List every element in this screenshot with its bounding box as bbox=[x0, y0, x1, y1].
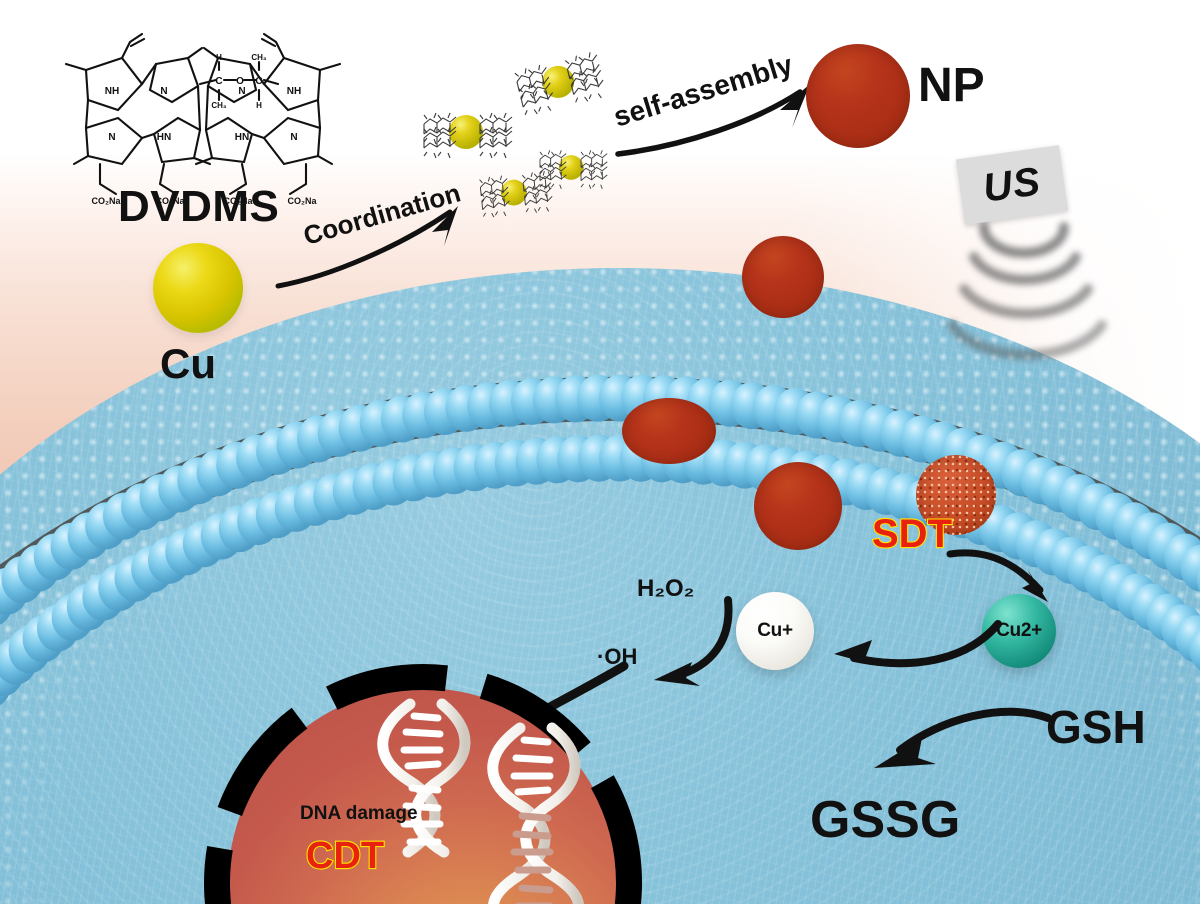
atom-NH-right: NH bbox=[287, 86, 301, 97]
nuclear-envelope-dashes bbox=[204, 664, 642, 904]
cu1plus-ion-sphere: Cu+ bbox=[736, 592, 814, 670]
porphyrin-left bbox=[64, 32, 212, 196]
dvdms-chemical-structure: NH N N HN NH N N HN C O C H CH₃ CH₃ H CO… bbox=[38, 18, 368, 206]
label-gsh: GSH bbox=[1046, 701, 1146, 753]
group-co2na-1: CO₂Na bbox=[91, 196, 121, 206]
atom-CH3-1: CH₃ bbox=[211, 101, 227, 110]
dna-helices bbox=[377, 698, 584, 904]
dvdms-cu-complex-group bbox=[418, 50, 758, 240]
atom-H2: H bbox=[256, 101, 262, 110]
atom-HN-right: HN bbox=[235, 132, 249, 143]
atom-NH-left: NH bbox=[105, 86, 119, 97]
atom-HN-left: HN bbox=[157, 132, 171, 143]
nanoparticle-in-cytoplasm bbox=[754, 462, 842, 550]
label-cu: Cu bbox=[160, 340, 216, 387]
nanoparticle-assembled bbox=[806, 44, 910, 148]
dna-helix-broken bbox=[377, 698, 471, 858]
arrow-cu2-to-cu1 bbox=[834, 620, 1002, 668]
atom-C1: C bbox=[215, 76, 222, 87]
atom-H1: H bbox=[216, 53, 222, 62]
complex-2 bbox=[513, 50, 608, 118]
coordination-arrow bbox=[275, 206, 458, 289]
label-dvdms: DVDMS bbox=[118, 182, 280, 231]
atom-N-left: N bbox=[160, 86, 167, 97]
nanoparticle-dissociating-sdt bbox=[916, 455, 996, 535]
arrow-gsh-to-gssg bbox=[874, 707, 1052, 768]
group-co2na-3: CO₂Na bbox=[223, 196, 253, 206]
label-gssg: GSSG bbox=[810, 791, 961, 849]
atom-CH3-2: CH₃ bbox=[251, 53, 267, 62]
label-h2o2: H₂O₂ bbox=[637, 575, 695, 602]
atom-C2: C bbox=[255, 76, 262, 87]
label-cdt: CDT bbox=[305, 834, 385, 878]
self-assembly-arrow bbox=[615, 84, 810, 157]
atom-N-right: N bbox=[238, 86, 245, 97]
complex-1 bbox=[423, 112, 513, 159]
complex-4 bbox=[478, 170, 555, 219]
label-us: US bbox=[980, 158, 1044, 211]
nanoparticle-speckle-texture bbox=[916, 455, 996, 535]
atom-N-right2: N bbox=[290, 132, 297, 143]
nanoparticle-crossing-membrane bbox=[622, 398, 716, 464]
label-np: NP bbox=[918, 59, 985, 112]
arrow-sdt-to-cu2 bbox=[946, 549, 1048, 602]
copper-ion-sphere bbox=[153, 243, 243, 333]
atom-O: O bbox=[236, 76, 244, 87]
ultrasound-waves bbox=[947, 222, 1107, 360]
label-dna-damage: DNA damage bbox=[300, 803, 418, 824]
arrow-fenton-reaction bbox=[654, 596, 733, 686]
dna-helix-intact bbox=[487, 722, 584, 904]
nanoparticle-on-membrane bbox=[742, 236, 824, 318]
group-co2na-4: CO₂Na bbox=[287, 196, 317, 206]
label-sdt: SDT bbox=[871, 511, 953, 557]
complex-3 bbox=[539, 149, 608, 190]
group-co2na-2: CO₂Na bbox=[155, 196, 185, 206]
ether-linker-bonds bbox=[198, 78, 280, 86]
atom-N-left2: N bbox=[108, 132, 115, 143]
porphyrin-right bbox=[194, 32, 342, 196]
label-cu1plus: Cu+ bbox=[757, 620, 793, 641]
label-cu2plus: Cu2+ bbox=[996, 620, 1042, 641]
